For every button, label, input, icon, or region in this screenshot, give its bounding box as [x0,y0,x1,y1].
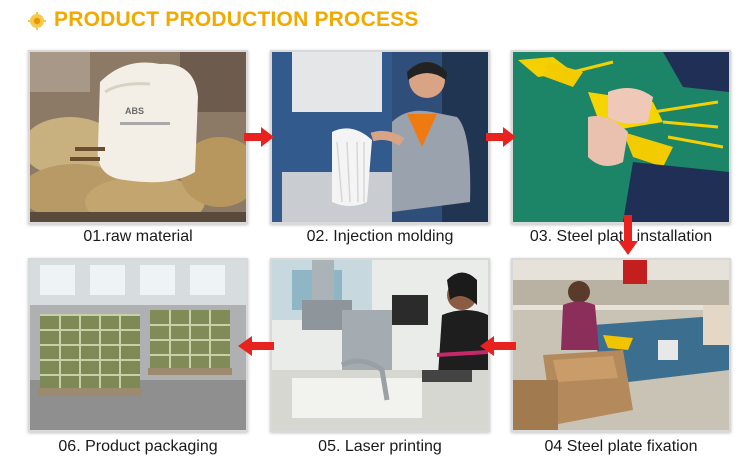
product-packaging-photo [28,258,248,432]
step-label: 02. Injection molding [306,228,454,245]
arrow-left-icon [238,336,274,356]
step-steel-plate-fixation: 04 Steel plate fixation [511,258,731,455]
step-label: 03. Steel plate installation [529,228,713,245]
step-laser-printing: 05. Laser printing [270,258,490,455]
step-raw-material: ABS 01.raw material [28,50,248,245]
step-label: 06. Product packaging [58,438,218,455]
gear-bullet-icon [28,12,46,30]
step-injection-molding: 02. Injection molding [270,50,490,245]
steel-plate-installation-photo [511,50,731,224]
arrow-down-icon [618,215,638,255]
arrow-left-icon [480,336,516,356]
step-label: 04 Steel plate fixation [544,438,698,455]
step-steel-plate-installation: 03. Steel plate installation [511,50,731,245]
svg-text:ABS: ABS [125,106,144,116]
step-product-packaging: 06. Product packaging [28,258,248,455]
laser-printing-photo [270,258,490,432]
step-label: 05. Laser printing [318,438,442,455]
raw-material-bags-photo: ABS [28,50,248,224]
arrow-right-icon [244,127,274,147]
step-label: 01.raw material [83,228,193,245]
arrow-right-icon [486,127,516,147]
injection-molding-photo [270,50,490,224]
steel-plate-fixation-photo [511,258,731,432]
page-title: PRODUCT PRODUCTION PROCESS [54,8,419,31]
